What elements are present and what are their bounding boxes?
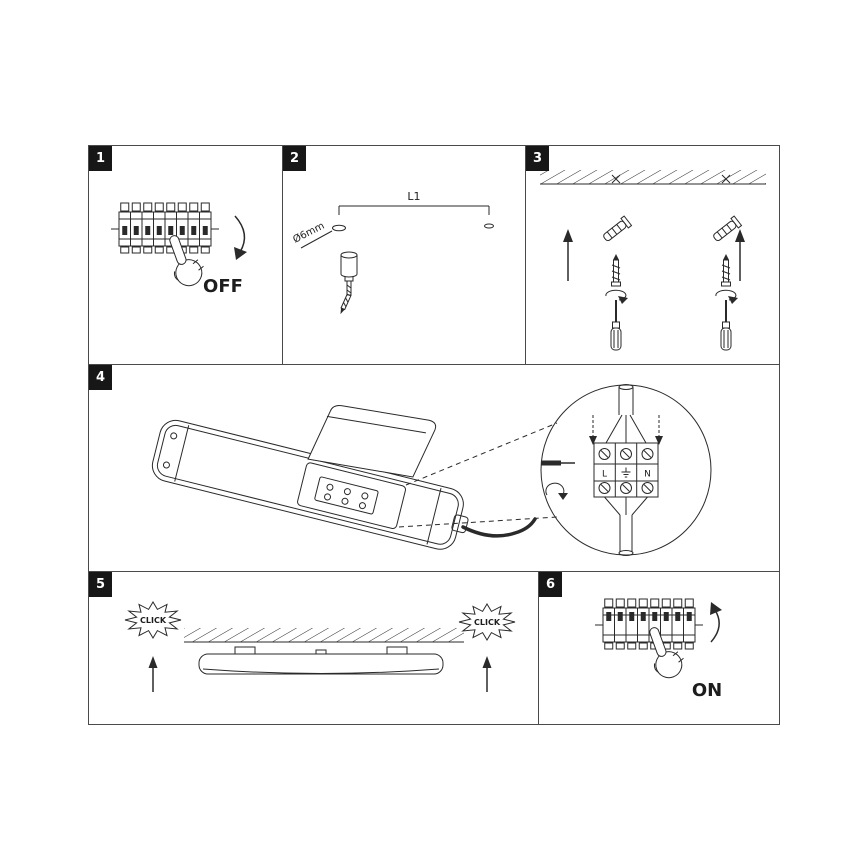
drill-diameter-label: Ø6mm xyxy=(291,220,326,246)
rotation-arrow-icon xyxy=(715,289,738,304)
click-label: CLICK xyxy=(474,618,501,627)
supply-cable xyxy=(461,517,537,538)
screw-icon xyxy=(611,254,621,287)
open-compartment xyxy=(297,462,406,530)
pointing-hand-icon xyxy=(649,627,684,679)
wall-plug-icon xyxy=(713,215,743,242)
luminaire-body xyxy=(151,405,469,550)
pointing-hand-icon xyxy=(169,235,204,287)
step-number-badge: 4 xyxy=(89,365,112,390)
rotate-arrow-icon xyxy=(234,215,247,260)
row-2: 4 xyxy=(89,365,779,572)
wall-plug-icon xyxy=(603,215,633,242)
drill-hole-right xyxy=(484,223,494,229)
drill-bit-icon xyxy=(340,251,358,315)
step-5-panel: 5 xyxy=(89,572,539,724)
earth-symbol-icon xyxy=(621,467,631,478)
twist-arrow-icon xyxy=(545,482,568,500)
length-label: L1 xyxy=(407,190,420,203)
step-6-panel: 6 xyxy=(539,572,779,724)
step-3-panel: 3 xyxy=(526,146,779,364)
step-2-panel: 2 L1 Ø6mm xyxy=(283,146,526,364)
terminal-neutral-label: N xyxy=(644,470,651,480)
cable-gland xyxy=(451,514,469,534)
ceiling-hatch xyxy=(184,628,464,642)
row-1: 1 xyxy=(89,146,779,365)
drill-mark-icon xyxy=(611,174,731,184)
on-label: ON xyxy=(692,680,722,701)
step-2-illustration: L1 Ø6mm xyxy=(291,190,494,315)
step-5-illustration: CLICK CLICK xyxy=(124,601,516,692)
step-number-badge: 1 xyxy=(89,146,112,171)
step-number-badge: 5 xyxy=(89,572,112,597)
step-number-badge: 2 xyxy=(283,146,306,171)
click-burst-icon: CLICK xyxy=(458,603,516,641)
open-lid xyxy=(307,405,437,478)
row-3: 5 xyxy=(89,572,779,724)
ceiling-hatch xyxy=(540,170,766,184)
measurement-line xyxy=(338,205,490,215)
screwdriver-icon xyxy=(720,300,732,351)
breaker-strip xyxy=(595,598,703,650)
screw-icon xyxy=(721,254,731,287)
detail-circle: L N xyxy=(540,384,712,556)
step-number-badge: 6 xyxy=(539,572,562,597)
off-label: OFF xyxy=(203,276,243,297)
terminal-block: L N xyxy=(593,442,659,498)
step-6-illustration: ON xyxy=(595,598,722,701)
step-4-illustration: L N xyxy=(151,384,712,556)
terminal-live-label: L xyxy=(602,470,607,480)
rotate-arrow-icon xyxy=(710,602,722,643)
click-label: CLICK xyxy=(140,616,167,625)
leader-dashed xyxy=(405,422,558,486)
instruction-frame: 1 xyxy=(88,145,780,725)
leader-line xyxy=(300,230,333,249)
step-1-panel: 1 xyxy=(89,146,283,364)
drill-hole-left xyxy=(332,224,346,232)
rotation-arrow-icon xyxy=(605,289,628,304)
up-arrow-icon xyxy=(148,656,158,692)
up-arrow-icon xyxy=(482,656,492,692)
step-number-badge: 3 xyxy=(526,146,549,171)
luminaire-side-view xyxy=(198,646,444,675)
step-1-illustration: OFF xyxy=(111,202,247,297)
up-arrow-icon xyxy=(563,229,573,281)
screwdriver-icon xyxy=(610,300,622,351)
terminal-block-small xyxy=(314,476,379,515)
up-arrow-icon xyxy=(735,229,745,281)
click-burst-icon: CLICK xyxy=(124,601,182,639)
step-4-panel: 4 xyxy=(89,365,779,571)
step-3-illustration xyxy=(540,170,766,351)
breaker-strip xyxy=(111,202,219,254)
